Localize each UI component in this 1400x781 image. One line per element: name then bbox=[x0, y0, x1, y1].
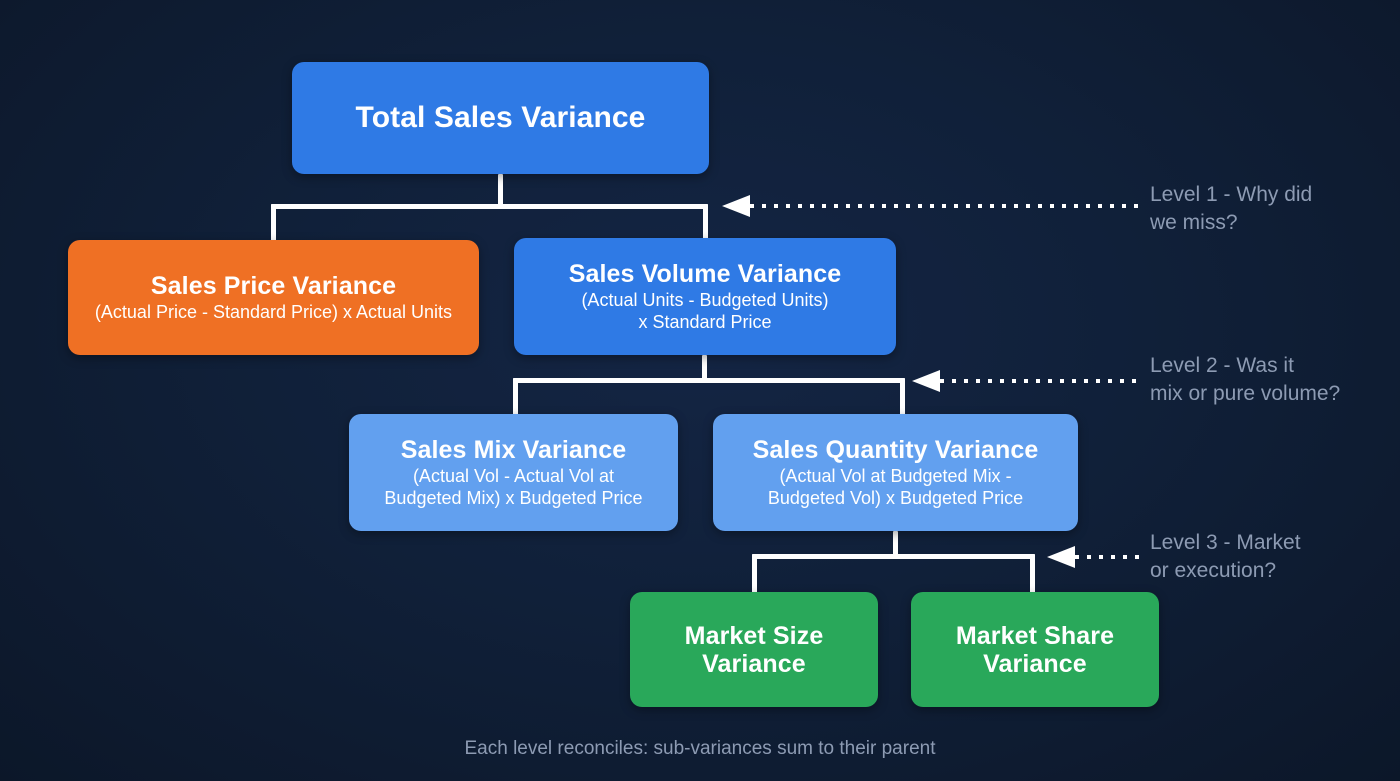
connector-to-mix bbox=[513, 378, 518, 416]
node-title: Sales Mix Variance bbox=[400, 436, 627, 465]
node-sales-mix-variance[interactable]: Sales Mix Variance (Actual Vol - Actual … bbox=[349, 414, 678, 531]
node-title: Sales Price Variance bbox=[150, 271, 397, 300]
connector-to-size bbox=[752, 554, 757, 594]
annotation-level-2: Level 2 - Was it mix or pure volume? bbox=[1150, 354, 1341, 405]
connector-level2-bus bbox=[513, 378, 905, 383]
connector-level1-bus bbox=[271, 204, 708, 209]
node-sales-price-variance[interactable]: Sales Price Variance (Actual Price - Sta… bbox=[68, 240, 479, 355]
node-title: Sales Quantity Variance bbox=[752, 436, 1039, 465]
node-market-size-variance[interactable]: Market Size Variance bbox=[630, 592, 878, 707]
leader-line-level-1 bbox=[722, 195, 1140, 217]
node-sales-volume-variance[interactable]: Sales Volume Variance (Actual Units - Bu… bbox=[514, 238, 896, 355]
node-formula: (Actual Vol - Actual Vol at Budgeted Mix… bbox=[384, 466, 643, 508]
connector-to-volume bbox=[703, 204, 708, 242]
node-title: Sales Volume Variance bbox=[568, 260, 842, 289]
connector-quantity-stem bbox=[893, 531, 898, 557]
node-title: Market Share Variance bbox=[955, 621, 1115, 678]
node-formula: (Actual Vol at Budgeted Mix - Budgeted V… bbox=[767, 466, 1024, 508]
leader-line-level-2 bbox=[912, 370, 1140, 392]
connector-to-quantity bbox=[900, 378, 905, 416]
node-title: Market Size Variance bbox=[684, 621, 824, 678]
footer-caption: Each level reconciles: sub-variances sum… bbox=[464, 738, 936, 759]
node-sales-quantity-variance[interactable]: Sales Quantity Variance (Actual Vol at B… bbox=[713, 414, 1078, 531]
connector-volume-stem bbox=[702, 355, 707, 381]
annotation-level-3: Level 3 - Market or execution? bbox=[1150, 531, 1301, 582]
connector-root-stem bbox=[498, 174, 503, 207]
node-total-sales-variance[interactable]: Total Sales Variance bbox=[292, 62, 709, 174]
node-title: Total Sales Variance bbox=[355, 101, 646, 135]
annotation-level-1: Level 1 - Why did we miss? bbox=[1150, 183, 1313, 234]
node-formula: (Actual Units - Budgeted Units) x Standa… bbox=[581, 290, 829, 332]
leader-line-level-3 bbox=[1047, 546, 1143, 568]
connector-level3-bus bbox=[752, 554, 1035, 559]
node-formula: (Actual Price - Standard Price) x Actual… bbox=[94, 301, 453, 322]
connector-to-share bbox=[1030, 554, 1035, 594]
node-market-share-variance[interactable]: Market Share Variance bbox=[911, 592, 1159, 707]
connector-to-price bbox=[271, 204, 276, 242]
